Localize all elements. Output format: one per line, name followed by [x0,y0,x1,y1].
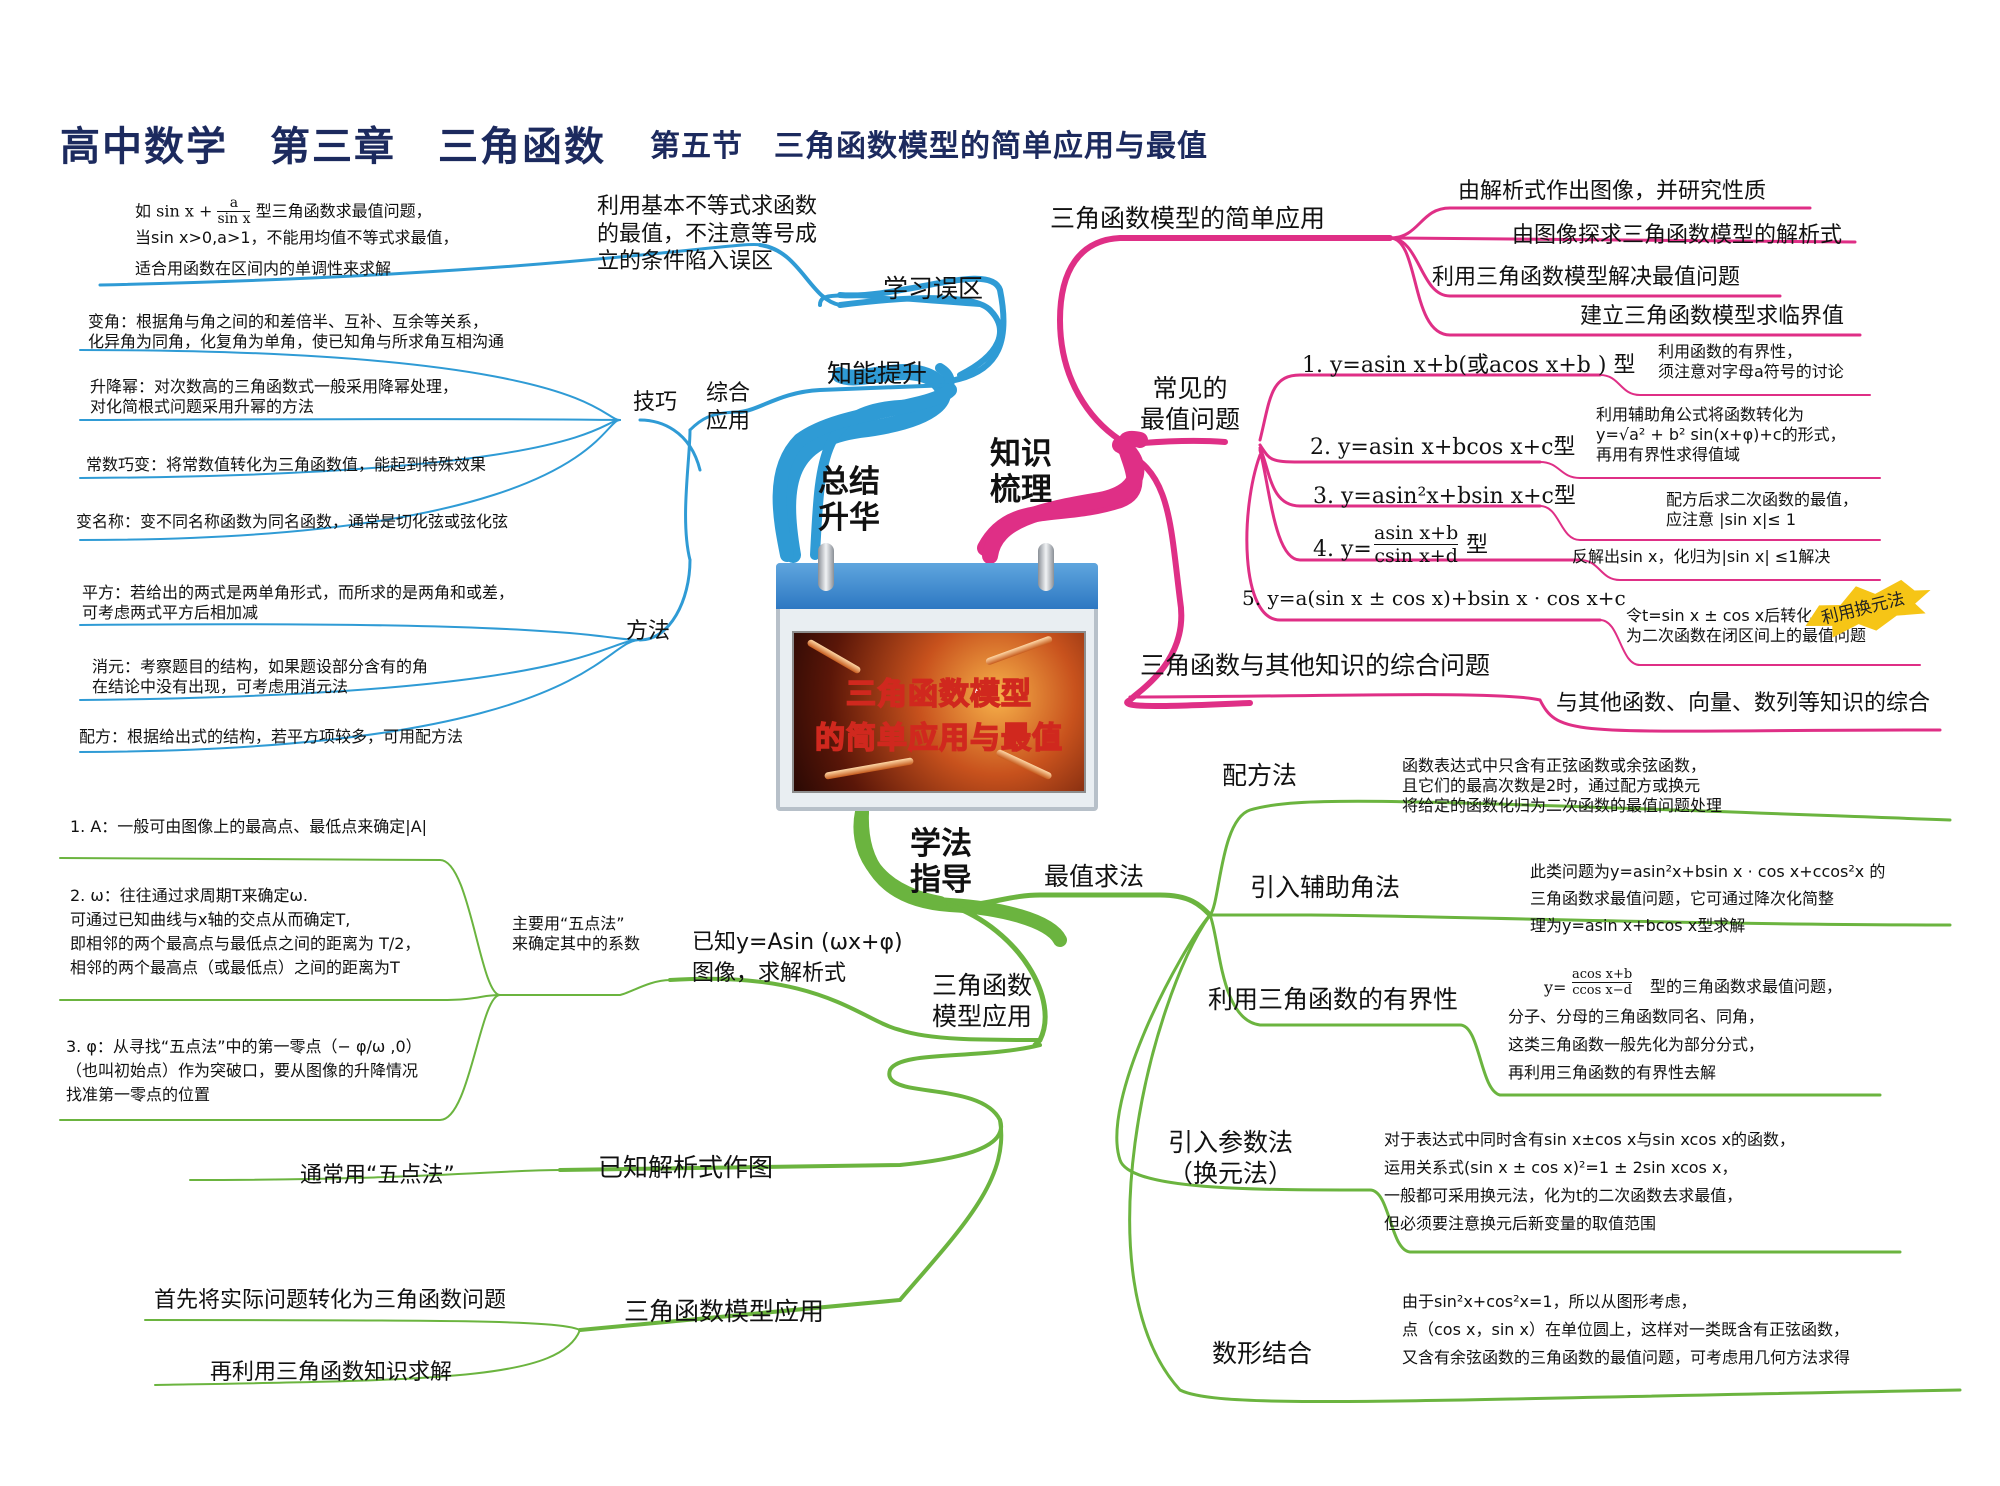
simple-app-item: 建立三角函数模型求临界值 [1580,304,1845,329]
common-type-4-fraction: asin x+b csin x+d [1374,522,1459,567]
extremum-method-2: 引入辅助角法 [1250,873,1401,902]
improve-label: 知能提升 [827,359,928,388]
extremum-note-5: 由于sin²x+cos²x=1，所以从图形考虑， 点（cos x，sin x）在… [1402,1292,1851,1367]
coefficient-item: 3. φ：从寻找“五点法”中的第一零点（− φ/ω ,0） （也叫初始点）作为突… [66,1037,422,1104]
coefficient-item: 2. ω：往往通过求周期T来确定ω. 可通过已知曲线与x轴的交点从而确定T, 即… [70,886,421,977]
skills-label: 技巧 [633,390,678,415]
mistakes-detail-line1: 如 sin x + a sin x 型三角函数求最值问题， [135,195,432,228]
mistakes-detail-line2: 当sin x>0,a>1，不能用均值不等式求最值， [135,228,459,247]
common-type-1: 1. y=asin x+b(或acos x+b ) 型 [1302,353,1636,378]
extremum-method-4: 引入参数法 （换元法） [1168,1128,1294,1189]
model-app-label: 三角函数 模型应用 [932,971,1033,1032]
skill-item: 升降幂：对次数高的三角函数式一般采用降幂处理， 对化简根式问题采用升幂的方法 [90,377,459,416]
mistakes-topic: 利用基本不等式求函数 的最值，不注意等号成 立的条件陷入误区 [597,194,818,274]
extremum-note-1: 函数表达式中只含有正弦函数或余弦函数， 且它们的最高次数是2时，通过配方或换元 … [1402,756,1723,815]
simple-app-item: 利用三角函数模型解决最值问题 [1432,265,1741,290]
known-formula-label: 已知解析式作图 [598,1153,774,1182]
known-formula-item: 通常用“五点法” [300,1163,455,1188]
extremum-method-1: 配方法 [1222,761,1298,790]
knowledge-comprehensive-label: 三角函数与其他知识的综合问题 [1140,651,1491,680]
common-note-5: 令t=sin x ± cos x后转化 为二次函数在闭区间上的最值问题 [1626,606,1867,645]
model-label: 三角函数模型应用 [624,1297,825,1326]
extremum-note-4: 对于表达式中同时含有sin x±cos x与sin xcos x的函数， 运用关… [1384,1130,1796,1233]
method-item: 平方：若给出的两式是两单角形式，而所求的是两角和或差， 可考虑两式平方后相加减 [82,583,515,622]
knowledge-comprehensive-item: 与其他函数、向量、数列等知识的综合 [1556,691,1931,716]
extremum-note-3: 分子、分母的三角函数同名、同角， 这类三角函数一般先化为部分分式， 再利用三角函… [1508,1007,1765,1082]
center-calendar-image: 三角函数模型 的简单应用与最值 [776,543,1098,811]
common-note-2: 利用辅助角公式将函数转化为 y=√a² + b² sin(x+φ)+c的形式， … [1596,405,1846,464]
common-type-2: 2. y=asin x+bcos x+c型 [1310,435,1576,460]
hub-knowledge: 知识 梳理 [990,436,1052,508]
center-text-line1: 三角函数模型 [845,676,1032,713]
method-item: 配方：根据给出式的结构，若平方项较多，可用配方法 [79,727,464,746]
simple-app-item: 由解析式作出图像，并研究性质 [1458,179,1767,204]
extremum-note-3-prefix: y= [1544,978,1567,997]
extremum-method-5: 数形结合 [1212,1339,1313,1368]
mistakes-detail-line3: 适合用函数在区间内的单调性来求解 [135,259,392,278]
hub-summary: 总结 升华 [818,464,880,536]
comprehensive-label: 综合 应用 [706,381,751,434]
extremum-label: 最值求法 [1044,862,1145,891]
common-note-1: 利用函数的有界性， 须注意对字母a符号的讨论 [1658,342,1844,381]
extremum-note-3-fraction: acos x+b ccos x−d [1572,967,1633,998]
extremum-note-2: 此类问题为y=asin²x+bsin x · cos x+ccos²x 的 三角… [1530,862,1886,936]
calendar-ring-icon [818,543,834,591]
coefficient-item: 1. A：一般可由图像上的最高点、最低点来确定|A| [70,817,428,836]
skill-item: 变角：根据角与角之间的和差倍半、互补、互余等关系， 化异角为同角，化复角为单角，… [88,312,505,351]
calendar-ring-icon [1038,543,1054,591]
section-title: 第五节 三角函数模型的简单应用与最值 [650,129,1208,164]
common-label: 常见的 最值问题 [1140,374,1241,435]
common-type-3: 3. y=asin²x+bsin x+c型 [1313,484,1576,509]
simple-app-item: 由图像探求三角函数模型的解析式 [1512,223,1843,248]
common-type-5: 5. y=a(sin x ± cos x)+bsin x · cos x+c [1242,586,1626,610]
common-note-3: 配方后求二次函数的最值， 应注意 |sin x|≤ 1 [1666,490,1859,529]
methods-label: 方法 [626,619,671,644]
method-item: 消元：考察题目的结构，如果题设部分含有的角 在结论中没有出现，可考虑用消元法 [92,657,429,696]
model-item: 再利用三角函数知识求解 [210,1360,453,1385]
common-type-4: 4. y= [1313,537,1372,562]
model-item: 首先将实际问题转化为三角函数问题 [154,1288,507,1313]
skill-item: 常数巧变：将常数值转化为三角函数值，能起到特殊效果 [86,455,487,474]
common-note-4: 反解出sin x，化归为|sin x| ≤1解决 [1572,547,1831,566]
calendar-picture: 三角函数模型 的简单应用与最值 [792,631,1086,793]
common-type-4-suffix: 型 [1466,533,1489,558]
extremum-method-3: 利用三角函数的有界性 [1208,985,1459,1014]
five-point-note: 主要用“五点法” 来确定其中的系数 [512,914,641,953]
simple-app-label: 三角函数模型的简单应用 [1050,204,1326,233]
extremum-note-3-first: 型的三角函数求最值问题， [1650,977,1843,996]
known-graph-label: 已知y=Asin (ωx+φ) 图像，求解析式 [692,930,903,986]
chapter-title: 高中数学 第三章 三角函数 [60,124,606,170]
skill-item: 变名称：变不同名称函数为同名函数，通常是切化弦或弦化弦 [76,512,509,531]
center-text-line2: 的简单应用与最值 [814,720,1063,757]
mistakes-label: 学习误区 [883,274,984,303]
hub-method: 学法 指导 [910,826,972,898]
